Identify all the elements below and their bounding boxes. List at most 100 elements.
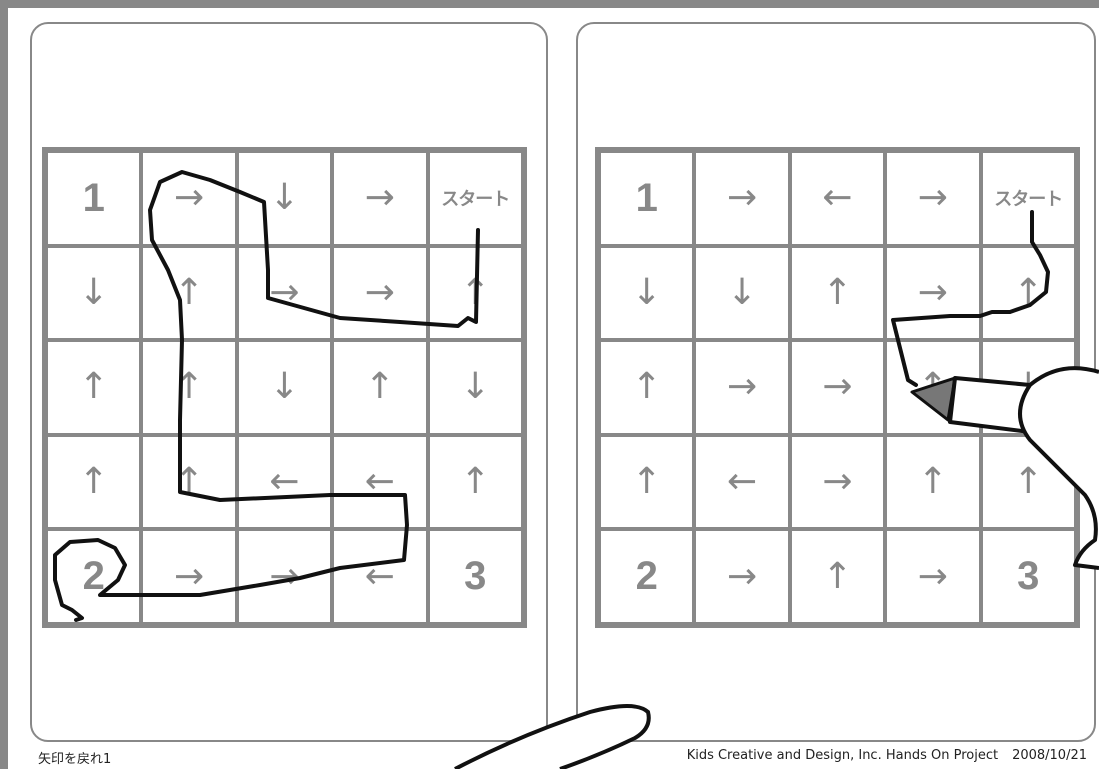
right-cell-r1c2: → (694, 151, 789, 246)
right-cell-r3c5: ↓ (981, 340, 1076, 435)
left-cell-r2c1: ↓ (46, 246, 141, 341)
left-cell-r4c2: ↑ (141, 435, 236, 530)
arrow-icon: ↑ (632, 369, 662, 405)
right-cell-r5c1: 2 (599, 529, 694, 624)
right-cell-r2c5: ↑ (981, 246, 1076, 341)
arrow-icon: ↑ (918, 464, 948, 500)
number-label: 2 (83, 554, 105, 599)
right-cell-r4c1: ↑ (599, 435, 694, 530)
arrow-icon: → (174, 180, 204, 216)
right-cell-r5c4: → (885, 529, 980, 624)
arrow-icon: ← (365, 464, 395, 500)
left-cell-r4c4: ← (332, 435, 427, 530)
arrow-icon: → (918, 559, 948, 595)
arrow-icon: → (822, 369, 852, 405)
arrow-icon: ↓ (632, 275, 662, 311)
arrow-icon: → (269, 275, 299, 311)
left-cell-r4c1: ↑ (46, 435, 141, 530)
arrow-icon: ↑ (460, 464, 490, 500)
start-label: スタート (441, 185, 509, 211)
left-cell-r2c5: ↑ (428, 246, 523, 341)
right-cell-r3c2: → (694, 340, 789, 435)
arrow-icon: ↑ (1013, 275, 1043, 311)
right-cell-r2c3: ↑ (790, 246, 885, 341)
left-cell-r5c1: 2 (46, 529, 141, 624)
right-cell-r4c2: ← (694, 435, 789, 530)
arrow-icon: → (727, 369, 757, 405)
right-cell-r2c1: ↓ (599, 246, 694, 341)
left-cell-r3c2: ↑ (141, 340, 236, 435)
right-cell-r1c5: スタート (981, 151, 1076, 246)
left-cell-r5c2: → (141, 529, 236, 624)
left-cell-r2c4: → (332, 246, 427, 341)
left-cell-r1c1: 1 (46, 151, 141, 246)
arrow-icon: → (727, 559, 757, 595)
right-arrow-grid: 1 → ← → スタート ↓ ↓ ↑ → ↑ ↑ → → ↑ ↓ ↑ ← → ↑ ↑ 2 → ↑ → 3 (595, 147, 1080, 628)
left-cell-r1c4: → (332, 151, 427, 246)
number-label: 3 (464, 554, 486, 599)
left-cell-r3c3: ↓ (237, 340, 332, 435)
right-cell-r4c3: → (790, 435, 885, 530)
left-cell-r2c2: ↑ (141, 246, 236, 341)
right-cell-r3c3: → (790, 340, 885, 435)
arrow-icon: ← (727, 464, 757, 500)
left-cell-r5c3: → (237, 529, 332, 624)
left-cell-r2c3: → (237, 246, 332, 341)
arrow-icon: ↑ (79, 369, 109, 405)
number-label: 3 (1017, 554, 1039, 599)
left-cell-r1c3: ↓ (237, 151, 332, 246)
arrow-icon: ↑ (460, 275, 490, 311)
arrow-icon: ↑ (365, 369, 395, 405)
right-cell-r1c4: → (885, 151, 980, 246)
right-cell-r5c2: → (694, 529, 789, 624)
number-label: 2 (636, 554, 658, 599)
right-cell-r4c4: ↑ (885, 435, 980, 530)
date-text: 2008/10/21 (1012, 748, 1087, 763)
right-cell-r1c1: 1 (599, 151, 694, 246)
arrow-icon: ↓ (1013, 369, 1043, 405)
arrow-icon: ↑ (822, 559, 852, 595)
left-cell-r3c4: ↑ (332, 340, 427, 435)
right-cell-r1c3: ← (790, 151, 885, 246)
right-cell-r2c2: ↓ (694, 246, 789, 341)
arrow-icon: → (269, 559, 299, 595)
left-cell-r5c4: ← (332, 529, 427, 624)
left-cell-r4c5: ↑ (428, 435, 523, 530)
arrow-icon: ↓ (727, 275, 757, 311)
arrow-icon: ↑ (79, 464, 109, 500)
arrow-icon: ↑ (174, 464, 204, 500)
arrow-icon: → (918, 180, 948, 216)
arrow-icon: ↑ (174, 275, 204, 311)
arrow-icon: → (918, 275, 948, 311)
arrow-icon: ↑ (1013, 464, 1043, 500)
arrow-icon: → (365, 180, 395, 216)
left-cell-r3c5: ↓ (428, 340, 523, 435)
footer-credit: Kids Creative and Design, Inc. Hands On … (687, 748, 1087, 763)
arrow-icon: ← (822, 180, 852, 216)
arrow-icon: ↓ (460, 369, 490, 405)
arrow-icon: ↓ (269, 369, 299, 405)
arrow-icon: → (727, 180, 757, 216)
arrow-icon: → (822, 464, 852, 500)
worksheet-title: 矢印を戻れ1 (38, 748, 111, 767)
arrow-icon: ↑ (632, 464, 662, 500)
right-cell-r3c1: ↑ (599, 340, 694, 435)
number-label: 1 (83, 176, 105, 221)
arrow-icon: ← (365, 559, 395, 595)
arrow-icon: ↓ (79, 275, 109, 311)
arrow-icon: ↑ (174, 369, 204, 405)
left-arrow-grid: 1→↓→スタート↓↑→→↑↑↑↓↑↓↑↑←←↑2→→←3 (42, 147, 527, 628)
left-cell-r5c5: 3 (428, 529, 523, 624)
credit-text: Kids Creative and Design, Inc. Hands On … (687, 748, 998, 763)
right-cell-r5c3: ↑ (790, 529, 885, 624)
arrow-icon: ↑ (822, 275, 852, 311)
right-cell-r2c4: → (885, 246, 980, 341)
left-cell-r1c5: スタート (428, 151, 523, 246)
arrow-icon: ↑ (918, 369, 948, 405)
right-cell-r4c5: ↑ (981, 435, 1076, 530)
arrow-icon: → (174, 559, 204, 595)
arrow-icon: ↓ (269, 180, 299, 216)
number-label: 1 (636, 176, 658, 221)
start-label: スタート (994, 185, 1062, 211)
right-cell-r5c5: 3 (981, 529, 1076, 624)
